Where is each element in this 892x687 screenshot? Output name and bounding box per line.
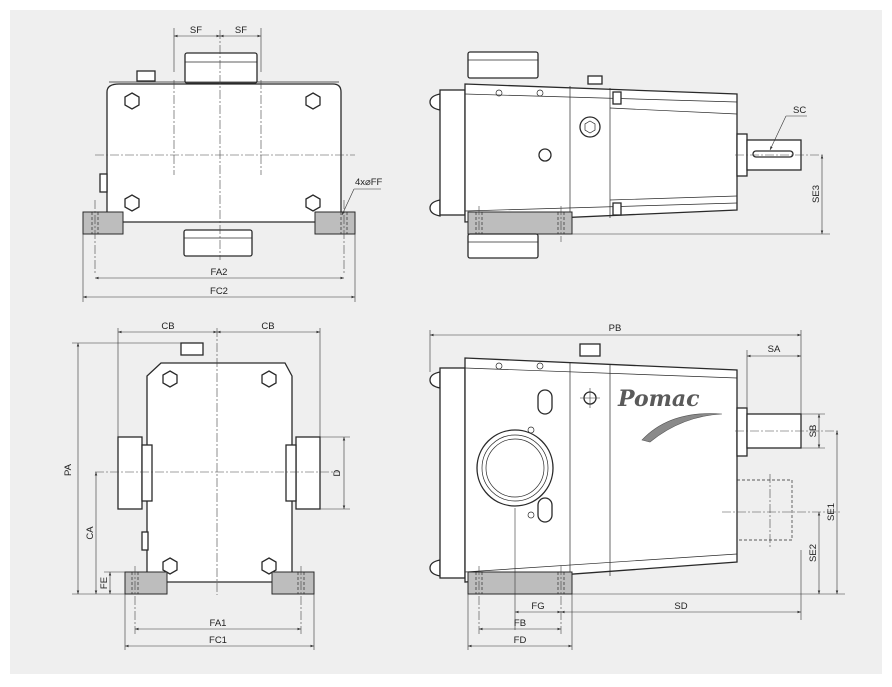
brand-swoosh — [641, 413, 723, 443]
dim-label-fa1: FA1 — [210, 618, 227, 629]
bolt-hex-icon — [162, 370, 277, 575]
dim-label-ca: CA — [85, 526, 96, 540]
dim-label-sd: SD — [674, 601, 687, 612]
brand-logo: Pomac — [617, 386, 700, 412]
dim-label-pb: PB — [609, 323, 622, 334]
gearbox-housing-side — [464, 83, 738, 223]
dim-label-fd: FD — [514, 635, 527, 646]
dim-label-fe: FE — [99, 577, 110, 589]
dim-label-se3: SE3 — [811, 185, 822, 203]
drawing-sheet: SF SF 4x⌀FF FA2 FC2 — [10, 10, 882, 674]
dim-label-fg: FG — [531, 601, 544, 612]
dim-label-fc2: FC2 — [210, 286, 228, 297]
gearbox-housing-end — [146, 362, 293, 583]
gearbox-housing-side-branded — [464, 357, 738, 583]
breather-plug — [136, 70, 156, 82]
dim-label-cb-right: CB — [261, 321, 274, 332]
view-side-bottom: Pomac PB SA SB SE1 SE2 FG S — [429, 323, 845, 650]
view-front-top: SF SF 4x⌀FF FA2 FC2 — [82, 25, 383, 302]
dim-label-ff: 4x⌀FF — [355, 177, 383, 188]
dim-label-pa: PA — [63, 463, 74, 476]
dim-label-cb-left: CB — [161, 321, 174, 332]
mounting-foot-left — [82, 211, 124, 235]
dim-label-sa: SA — [768, 344, 781, 355]
dim-label-fa2: FA2 — [211, 267, 228, 278]
dim-label-se2: SE2 — [808, 544, 819, 562]
drain-plug-icon — [579, 116, 601, 138]
side-plug — [99, 173, 108, 193]
technical-drawing: SF SF 4x⌀FF FA2 FC2 — [63, 25, 845, 650]
mounting-foot-right — [314, 211, 356, 235]
dim-label-sf-right: SF — [235, 25, 247, 36]
bolt-hex-icon — [124, 92, 321, 212]
dim-label-sc: SC — [793, 105, 806, 116]
dim-label-d: D — [332, 469, 343, 476]
dim-label-se1: SE1 — [826, 503, 837, 521]
view-side-top: SC SE3 — [429, 51, 830, 259]
dim-label-sf-left: SF — [190, 25, 202, 36]
dim-label-fb: FB — [514, 618, 526, 629]
view-end-bottom: CB CB PA CA FE D FA1 FC1 — [63, 321, 350, 650]
mounting-foot-side — [467, 211, 573, 235]
dim-label-fc1: FC1 — [209, 635, 227, 646]
dim-label-sb: SB — [808, 425, 819, 438]
